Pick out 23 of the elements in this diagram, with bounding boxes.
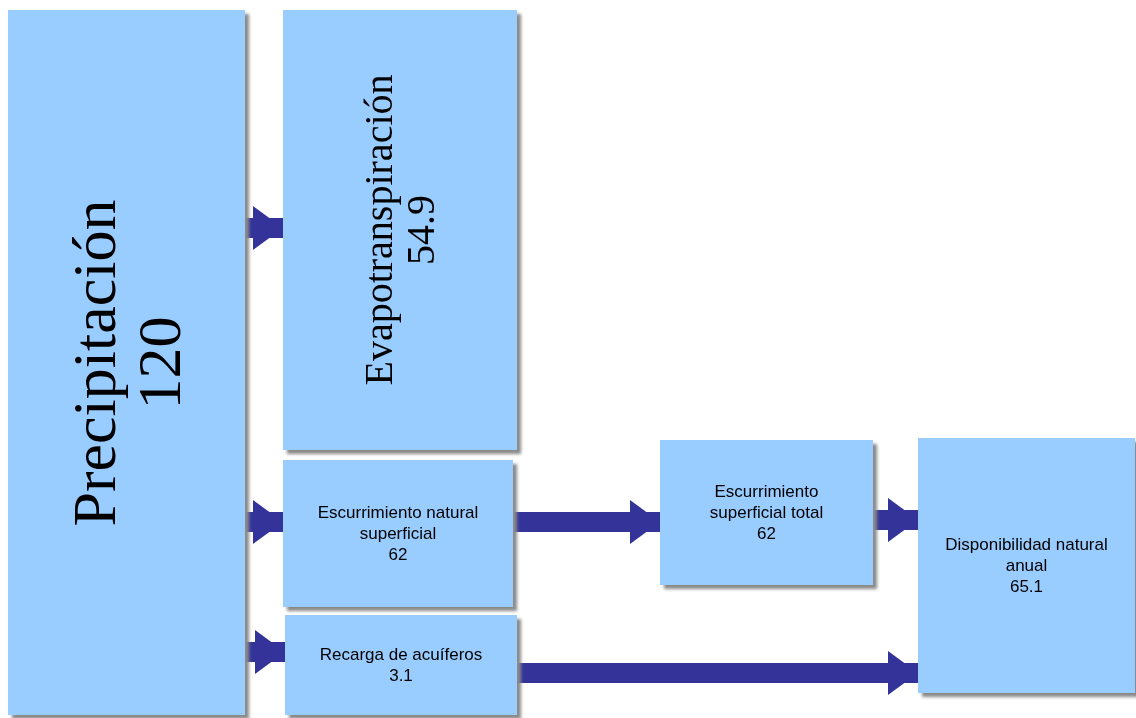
node-label: Precipitación	[61, 198, 127, 527]
node-label: Evapotranspiración	[358, 74, 400, 386]
node-label: Escurrimiento superficial total	[708, 480, 825, 524]
process-box	[660, 440, 873, 585]
process-box	[283, 10, 517, 450]
arrow	[873, 498, 918, 542]
arrow	[517, 651, 918, 695]
arrow	[513, 500, 660, 544]
value-label: 62	[388, 544, 408, 566]
arrow	[245, 500, 283, 544]
process-box	[285, 615, 517, 715]
node-label: Escurrimiento natural superficial	[316, 501, 480, 545]
node-label: Recarga de acuíferos	[319, 643, 483, 665]
process-box	[8, 10, 245, 715]
value-label: 3.1	[389, 665, 413, 687]
value-label: 54.9	[400, 195, 442, 265]
process-box	[283, 460, 513, 607]
arrow	[245, 630, 285, 674]
process-box	[918, 438, 1135, 693]
node-label: Disponibilidad natural anual	[944, 533, 1109, 577]
arrow	[245, 206, 283, 250]
value-label: 65.1	[1009, 576, 1044, 598]
value-label: 62	[757, 523, 776, 545]
